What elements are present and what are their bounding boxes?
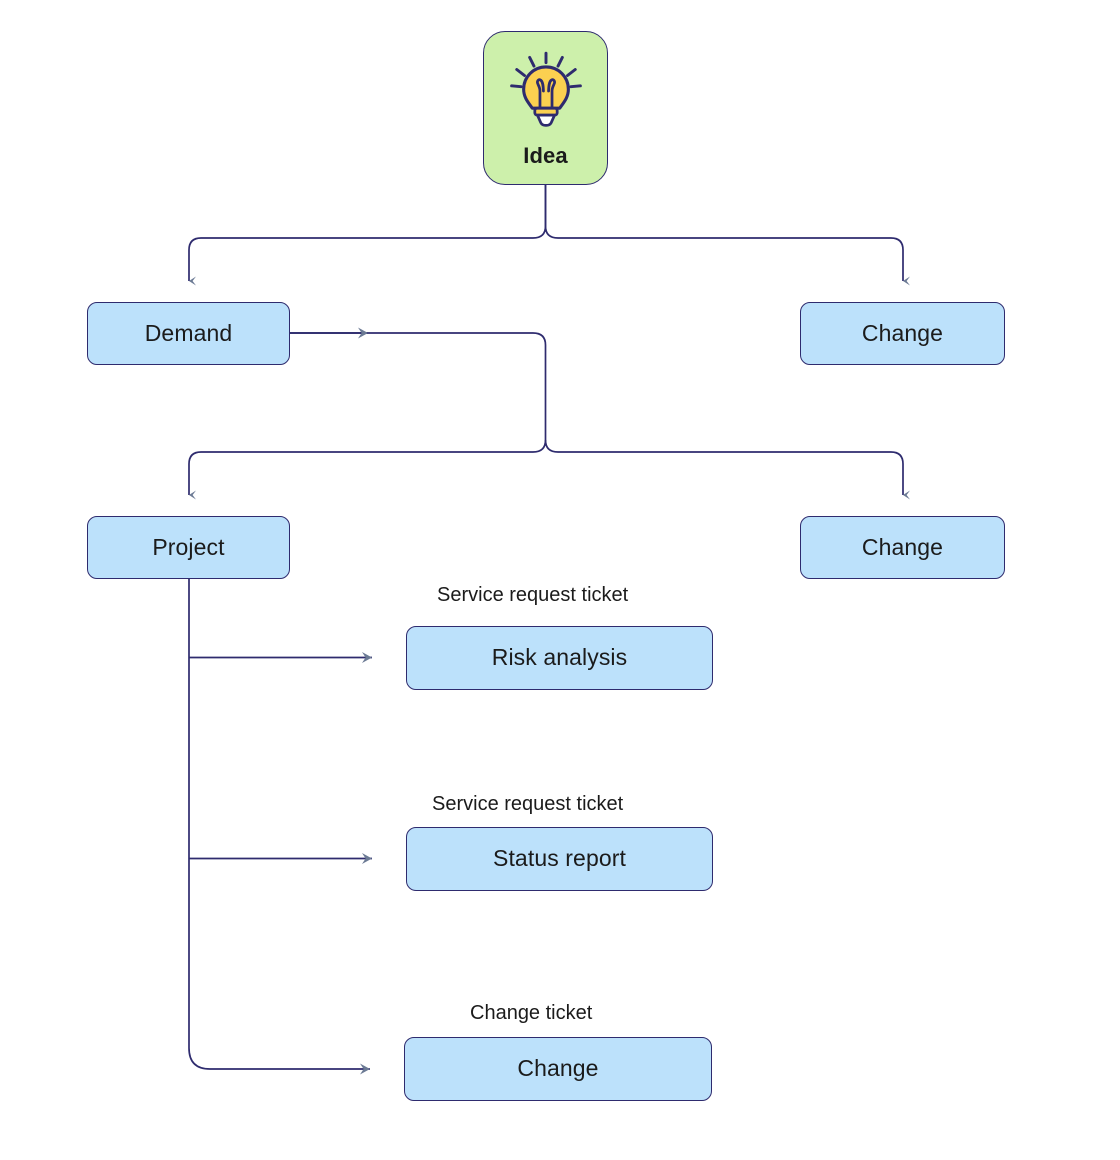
- node-demand-label: Demand: [144, 319, 233, 346]
- node-risk-analysis-label: Risk analysis: [491, 644, 628, 671]
- node-status-report-label: Status report: [493, 845, 626, 872]
- node-change-mid-label: Change: [861, 533, 944, 560]
- edge-caption-risk: Service request ticket: [437, 584, 629, 606]
- node-risk-analysis[interactable]: Risk analysis: [406, 626, 713, 690]
- node-project[interactable]: Project: [87, 516, 290, 579]
- edge-idea-to-demand: [188, 185, 547, 286]
- node-change-mid[interactable]: Change: [800, 516, 1005, 579]
- node-change-ticket-label: Change: [517, 1055, 599, 1082]
- edge-demand-to-project: [188, 332, 547, 500]
- edge-demand-to-change-mid: [544, 439, 910, 500]
- node-idea-label: Idea: [523, 143, 568, 168]
- edge-caption-change: Change ticket: [470, 1002, 593, 1024]
- lightbulb-icon: [503, 48, 589, 134]
- edge-caption-status: Service request ticket: [432, 793, 624, 815]
- node-change-top-label: Change: [861, 319, 944, 346]
- edge-idea-to-change-top: [544, 185, 910, 286]
- edge-project-stem: [188, 579, 370, 1075]
- node-idea[interactable]: Idea: [483, 31, 608, 185]
- node-change-top[interactable]: Change: [800, 302, 1005, 365]
- node-change-ticket[interactable]: Change: [404, 1037, 712, 1101]
- node-demand[interactable]: Demand: [87, 302, 290, 365]
- node-status-report[interactable]: Status report: [406, 827, 713, 891]
- node-project-label: Project: [152, 533, 225, 560]
